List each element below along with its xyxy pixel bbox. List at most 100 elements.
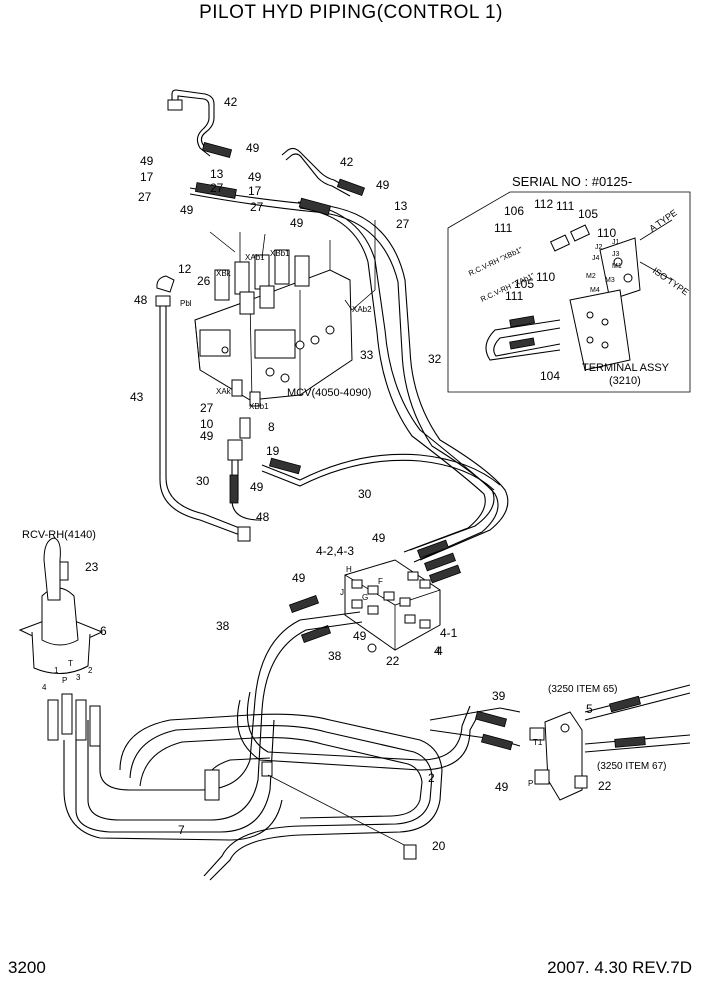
inset-serial bbox=[447, 191, 691, 393]
port-j: J bbox=[340, 588, 344, 597]
label-pbl: Pbl bbox=[180, 299, 192, 308]
label-rcv: RCV-RH(4140) bbox=[22, 529, 96, 541]
terminal-block-4 bbox=[288, 539, 461, 653]
callout-13: 13 bbox=[394, 199, 408, 213]
callout-4-1: 4-1 bbox=[440, 626, 458, 640]
fitting-30-top bbox=[227, 439, 243, 461]
mcv-lower-port bbox=[231, 379, 243, 397]
callout-27: 27 bbox=[250, 200, 264, 214]
port-g: G bbox=[362, 593, 368, 602]
callout-105: 105 bbox=[514, 277, 534, 291]
spool-cap-5 bbox=[294, 255, 310, 287]
callout-4: 4 bbox=[436, 644, 443, 658]
callout-42: 42 bbox=[224, 95, 238, 109]
callout-111: 111 bbox=[505, 289, 524, 303]
mcv-leaders bbox=[209, 220, 376, 311]
rcv-rh-joystick bbox=[18, 537, 104, 747]
port-p: P bbox=[62, 676, 67, 685]
callout-27: 27 bbox=[396, 217, 410, 231]
callout-104: 104 bbox=[540, 369, 560, 383]
callout-105: 105 bbox=[578, 207, 598, 221]
callout-4-2,4-3: 4-2,4-3 bbox=[316, 544, 354, 558]
spool-cap-1 bbox=[214, 269, 230, 301]
port-j3: J3 bbox=[612, 251, 620, 258]
callout-38: 38 bbox=[216, 619, 230, 633]
callout-27: 27 bbox=[200, 401, 214, 415]
spool-cap-6 bbox=[239, 291, 255, 315]
label-ref65: (3250 ITEM 65) bbox=[548, 684, 617, 695]
valve-block-5 bbox=[529, 684, 691, 801]
callout-27: 27 bbox=[138, 190, 152, 204]
terminal-assy-ref: (3210) bbox=[609, 375, 641, 387]
port-m2: M2 bbox=[586, 273, 596, 280]
callout-110: 110 bbox=[597, 226, 616, 240]
callout-30: 30 bbox=[196, 474, 210, 488]
label-xbb1: XBb1 bbox=[270, 249, 290, 258]
callout-111: 111 bbox=[556, 199, 575, 213]
pipe-bundle-7-38 bbox=[63, 611, 521, 881]
fitting-42-top bbox=[167, 99, 183, 111]
callout-23: 23 bbox=[85, 560, 99, 574]
label-group: XBk XAb1 XBb1 XAb2 XAk XBb1 Pbl MCV(4050… bbox=[22, 249, 666, 788]
callout-49: 49 bbox=[292, 571, 306, 585]
callout-49: 49 bbox=[372, 531, 386, 545]
bolt-20 bbox=[403, 844, 417, 860]
label-xab2: XAb2 bbox=[352, 305, 372, 314]
callout-106: 106 bbox=[504, 204, 524, 218]
port-m3: M3 bbox=[605, 277, 615, 284]
hose-crimp-32 bbox=[194, 182, 237, 199]
spool-cap-7 bbox=[259, 285, 275, 309]
callout-49: 49 bbox=[495, 780, 509, 794]
hose-crimp-42b bbox=[336, 178, 366, 197]
label-xak: XAk bbox=[216, 387, 232, 396]
callout-48: 48 bbox=[134, 293, 148, 307]
callout-20: 20 bbox=[432, 839, 446, 853]
callout-12: 12 bbox=[178, 262, 192, 276]
callout-49: 49 bbox=[200, 429, 214, 443]
callout-112: 112 bbox=[534, 197, 553, 211]
callout-49: 49 bbox=[180, 203, 194, 217]
pipe-clamp bbox=[204, 769, 220, 801]
hose-crimp-30b bbox=[268, 457, 302, 475]
hose-crimp-39a bbox=[474, 710, 508, 728]
label-xab1: XAb1 bbox=[245, 253, 265, 262]
callout-27: 27 bbox=[210, 181, 224, 195]
label-ref67: (3250 ITEM 67) bbox=[597, 761, 666, 772]
port-j1: J1 bbox=[612, 239, 620, 246]
elbow-12 bbox=[156, 275, 175, 293]
callout-17: 17 bbox=[140, 170, 154, 184]
hose-crimp-42 bbox=[201, 142, 233, 158]
callout-111: 111 bbox=[494, 221, 513, 235]
serial-number: SERIAL NO : #0125- bbox=[512, 174, 632, 189]
port-f: F bbox=[378, 577, 383, 586]
callout-33: 33 bbox=[360, 348, 374, 362]
fitting-43-top bbox=[155, 295, 171, 307]
callout-26: 26 bbox=[197, 274, 211, 288]
callout-10: 10 bbox=[200, 417, 214, 431]
port-p-valve: P bbox=[528, 779, 533, 788]
callout-5: 5 bbox=[586, 702, 593, 716]
callout-4: 4 bbox=[434, 644, 441, 658]
callout-49: 49 bbox=[250, 480, 264, 494]
terminal-assy-title: TERMINAL ASSY bbox=[582, 362, 670, 374]
port-j2: J2 bbox=[595, 244, 603, 251]
callout-22: 22 bbox=[598, 779, 612, 793]
callout-6: 6 bbox=[100, 624, 107, 638]
callout-22: 22 bbox=[386, 654, 400, 668]
port-j4: J4 bbox=[592, 255, 600, 262]
callout-layer: 4249491317274927494249131749272712264843… bbox=[85, 95, 616, 853]
port-t: T bbox=[68, 659, 73, 668]
port-4: 4 bbox=[42, 683, 47, 692]
callout-49: 49 bbox=[376, 178, 390, 192]
port-1: 1 bbox=[54, 666, 59, 675]
callout-39: 39 bbox=[492, 689, 506, 703]
callout-49: 49 bbox=[246, 141, 260, 155]
port-t1: T1 bbox=[533, 738, 543, 747]
callout-7: 7 bbox=[178, 823, 185, 837]
callout-110: 110 bbox=[536, 270, 555, 284]
callout-49: 49 bbox=[140, 154, 154, 168]
label-mcv: MCV(4050-4090) bbox=[287, 387, 371, 399]
mcv-center-block bbox=[254, 329, 296, 359]
callout-2: 2 bbox=[428, 771, 435, 785]
